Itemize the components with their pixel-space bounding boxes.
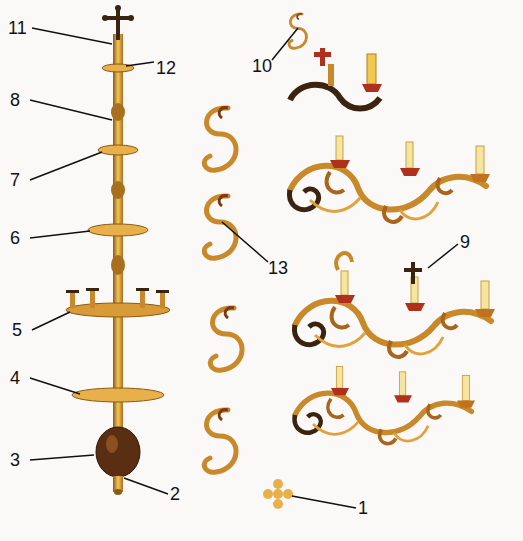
arm-cross [336,253,422,284]
callout-number: 6 [10,228,20,248]
callout-number: 2 [170,484,180,504]
scroll-piece [210,308,242,371]
candle-arm [294,271,495,357]
scroll-piece [204,196,236,259]
callout-number: 9 [460,232,470,252]
candle-arm [289,136,490,222]
finial [263,479,293,509]
callout-number: 13 [268,258,288,278]
callout-number: 3 [10,450,20,470]
callout-number: 4 [10,368,20,388]
callout-number: 5 [12,320,22,340]
callout-number: 11 [8,18,27,38]
scroll-piece [204,108,236,171]
scroll-piece [289,14,306,48]
top-arm [290,48,382,109]
callout-number: 12 [156,58,176,78]
callout-number: 7 [10,170,20,190]
scroll-piece [204,410,236,473]
candle-arm [295,366,475,443]
callout-number: 8 [10,90,20,110]
leader-lines [30,28,458,508]
callout-number: 10 [252,56,272,76]
central-rod [66,5,170,495]
callout-number: 1 [358,498,368,518]
